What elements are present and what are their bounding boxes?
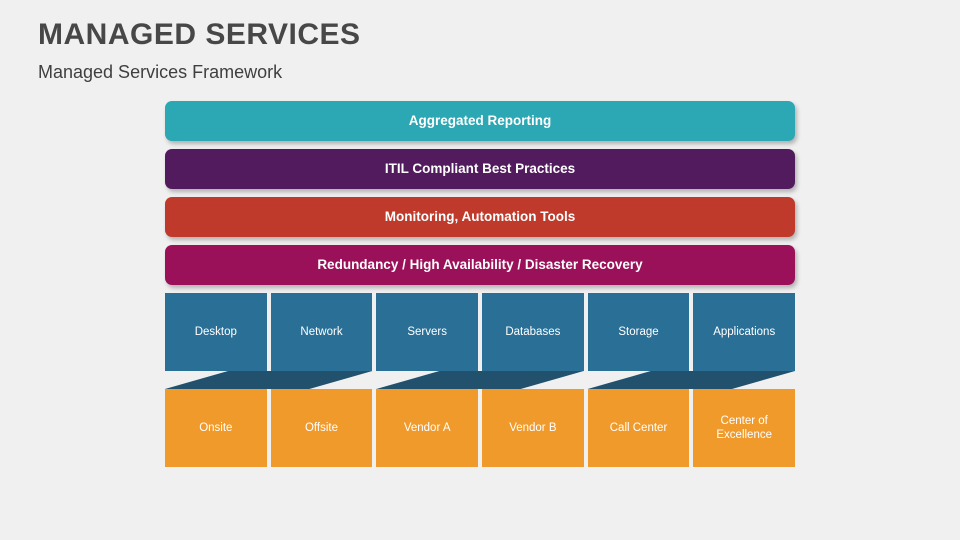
page-subtitle: Managed Services Framework	[38, 62, 283, 82]
banner-label: Monitoring, Automation Tools	[384, 209, 576, 225]
tier-label: Applications	[713, 325, 776, 338]
delivery-label: Center of Excellence	[716, 414, 772, 441]
delivery-cell-vendor-b[interactable]: Vendor B	[482, 389, 584, 467]
connector-segment	[587, 371, 795, 389]
delivery-cell-offsite[interactable]: Offsite	[270, 389, 373, 467]
delivery-label: Vendor B	[509, 421, 557, 434]
tier-cell-applications[interactable]: Applications	[693, 293, 796, 371]
tier-label: Network	[300, 325, 343, 338]
delivery-label: Offsite	[304, 421, 339, 434]
delivery-label: Call Center	[609, 421, 668, 434]
tier-cell-databases[interactable]: Databases	[482, 293, 584, 371]
delivery-cell-center-of-excellence[interactable]: Center of Excellence	[693, 389, 796, 467]
tier-cell-desktop[interactable]: Desktop	[165, 293, 267, 371]
title-block: MANAGED SERVICES Managed Services Framew…	[38, 18, 738, 83]
delivery-label: Vendor A	[403, 421, 451, 434]
page-title: MANAGED SERVICES	[38, 18, 361, 51]
banner-itil-compliant-best-practices[interactable]: ITIL Compliant Best Practices	[165, 149, 795, 189]
banner-label: Aggregated Reporting	[408, 113, 552, 129]
tier-label: Servers	[407, 325, 447, 338]
tier-label: Desktop	[194, 325, 237, 338]
banner-label: ITIL Compliant Best Practices	[384, 161, 576, 177]
tier-label: Databases	[505, 325, 561, 338]
connector-segment	[165, 371, 373, 389]
banner-monitoring-automation-tools[interactable]: Monitoring, Automation Tools	[165, 197, 795, 237]
tier-cell-servers[interactable]: Servers	[376, 293, 479, 371]
connector-band	[165, 371, 795, 389]
delivery-cell-call-center[interactable]: Call Center	[587, 389, 690, 467]
delivery-cell-onsite[interactable]: Onsite	[165, 389, 267, 467]
banner-redundancy-high-availability-disaster-recovery[interactable]: Redundancy / High Availability / Disaste…	[165, 245, 795, 285]
tier-cell-network[interactable]: Network	[270, 293, 373, 371]
infrastructure-tier-row: Desktop Network Servers Databases Storag…	[165, 293, 796, 371]
tier-label: Storage	[618, 325, 659, 338]
managed-services-framework-diagram: Aggregated Reporting ITIL Compliant Best…	[165, 101, 796, 471]
tier-cell-storage[interactable]: Storage	[587, 293, 690, 371]
banner-aggregated-reporting[interactable]: Aggregated Reporting	[165, 101, 795, 141]
connector-zigzag-icon	[165, 371, 795, 389]
delivery-model-row: Onsite Offsite Vendor A Vendor B Call Ce…	[165, 389, 796, 467]
delivery-label: Onsite	[199, 421, 233, 434]
connector-segment	[376, 371, 584, 389]
banner-label: Redundancy / High Availability / Disaste…	[317, 257, 643, 273]
delivery-cell-vendor-a[interactable]: Vendor A	[376, 389, 479, 467]
